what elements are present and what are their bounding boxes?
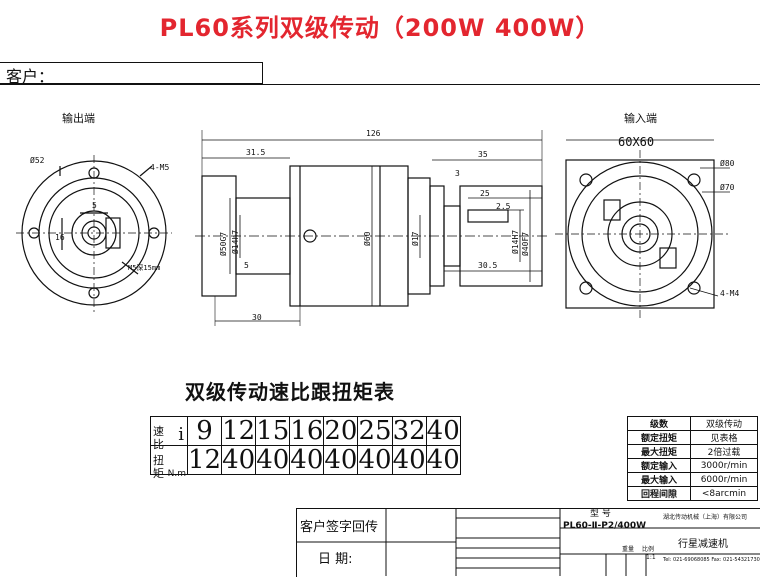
dim-25: 25 <box>480 189 490 198</box>
spec-row: 级数双级传动 <box>627 416 758 431</box>
spec-key: 额定扭矩 <box>627 430 691 445</box>
spec-key: 级数 <box>627 416 691 431</box>
ratio-cell: 40 <box>425 416 461 446</box>
torque-header: 扭 矩 N.m <box>150 445 188 480</box>
date-label: 日 期: <box>318 552 353 567</box>
torque-cell: 40 <box>323 445 359 475</box>
drawing-frame <box>0 84 760 576</box>
ratio-cell: 16 <box>289 416 325 446</box>
ratio-cell: 20 <box>323 416 359 446</box>
dim-phi50: Ø50G7 <box>218 232 228 256</box>
spec-value: 2倍过载 <box>690 444 758 459</box>
signature-label: 客户签字回传 <box>300 520 379 535</box>
spec-key: 最大输入 <box>627 472 691 487</box>
spec-row: 额定扭矩见表格 <box>627 430 758 445</box>
torque-cell: 12 <box>186 445 223 475</box>
dim-phi14b: Ø14H7 <box>510 230 520 254</box>
dim-d16: 16 <box>55 233 65 242</box>
torque-row: 扭 矩 N.m 12 40 40 40 40 40 40 40 <box>150 445 461 480</box>
dim-d70: Ø70 <box>720 182 735 192</box>
dim-30: 30 <box>252 313 262 322</box>
weight-label: 重量 <box>622 546 635 553</box>
torque-cell: 40 <box>255 445 291 475</box>
dim-d80: Ø80 <box>720 158 735 168</box>
torque-cell: 40 <box>289 445 325 475</box>
dim-phi40: Ø40F7 <box>520 232 530 256</box>
spec-key: 最大扭矩 <box>627 444 691 459</box>
ratio-cell: 25 <box>357 416 393 446</box>
spec-row: 回程间隙<8arcmin <box>627 486 758 501</box>
dim-phi17: Ø17 <box>410 231 420 246</box>
customer-box: 客户： <box>0 62 263 86</box>
ratio-cell: 15 <box>255 416 291 446</box>
spec-value: <8arcmin <box>690 486 758 501</box>
dim-35: 35 <box>478 150 488 159</box>
torque-cell: 40 <box>425 445 461 475</box>
spec-key: 回程间隙 <box>627 486 691 501</box>
spec-value: 双级传动 <box>690 416 758 431</box>
page-title: PL60系列双级传动（200W 400W） <box>159 14 601 42</box>
title-block-grid <box>296 508 760 576</box>
ratio-table-title: 双级传动速比跟扭矩表 <box>185 380 395 404</box>
dim-phi60: Ø60 <box>362 231 372 246</box>
torque-cell: 40 <box>357 445 393 475</box>
dim-2-5: 2.5 <box>496 202 511 211</box>
input-end-view <box>555 139 730 318</box>
dim-31-5: 31.5 <box>246 148 265 157</box>
dim-m5: 4-M5 <box>150 163 169 172</box>
spec-value: 6000r/min <box>690 472 758 487</box>
spec-value: 3000r/min <box>690 458 758 473</box>
input-end-label: 输入端 <box>624 111 657 125</box>
company-name: 湖北传动机械（上海）有限公司 <box>663 514 748 521</box>
ratio-cell: 9 <box>186 416 223 446</box>
spec-value: 见表格 <box>690 430 758 445</box>
side-view <box>195 130 550 326</box>
contact-line: Tel: 021-69068085 Fax: 021-54321730 <box>663 557 760 563</box>
dim-d5: 5 <box>92 201 97 210</box>
output-end-view <box>16 155 172 312</box>
dim-5: 5 <box>244 261 249 270</box>
dim-phi14: Ø14h7 <box>230 230 240 254</box>
input-size-label: 60X60 <box>618 135 654 149</box>
dim-m5-deep: M5深15mm <box>128 263 160 272</box>
dim-126: 126 <box>366 129 381 138</box>
ratio-torque-table: 速 比 i 9 12 15 16 20 25 32 40 扭 矩 N.m 12 … <box>150 416 461 480</box>
dim-d52: Ø52 <box>30 155 45 165</box>
spec-key: 额定输入 <box>627 458 691 473</box>
ratio-row: 速 比 i 9 12 15 16 20 25 32 40 <box>150 416 461 451</box>
customer-label: 客户： <box>6 67 55 86</box>
ratio-cell: 12 <box>221 416 257 446</box>
output-end-label: 输出端 <box>62 111 95 125</box>
model-number: PL60-Ⅱ-P2/400W <box>563 521 647 531</box>
torque-cell: 40 <box>221 445 257 475</box>
ratio-cell: 32 <box>391 416 427 446</box>
scale-value: 1:1 <box>646 554 656 561</box>
title-block <box>296 508 760 577</box>
dim-30-5: 30.5 <box>478 261 497 270</box>
product-name: 行星减速机 <box>678 539 728 550</box>
torque-cell: 40 <box>391 445 427 475</box>
model-label: 型 号 <box>590 509 611 519</box>
ratio-header: 速 比 i <box>150 416 188 451</box>
scale-label: 比例 <box>642 546 655 553</box>
dim-3: 3 <box>455 169 460 178</box>
dim-m4: 4-M4 <box>720 289 739 298</box>
